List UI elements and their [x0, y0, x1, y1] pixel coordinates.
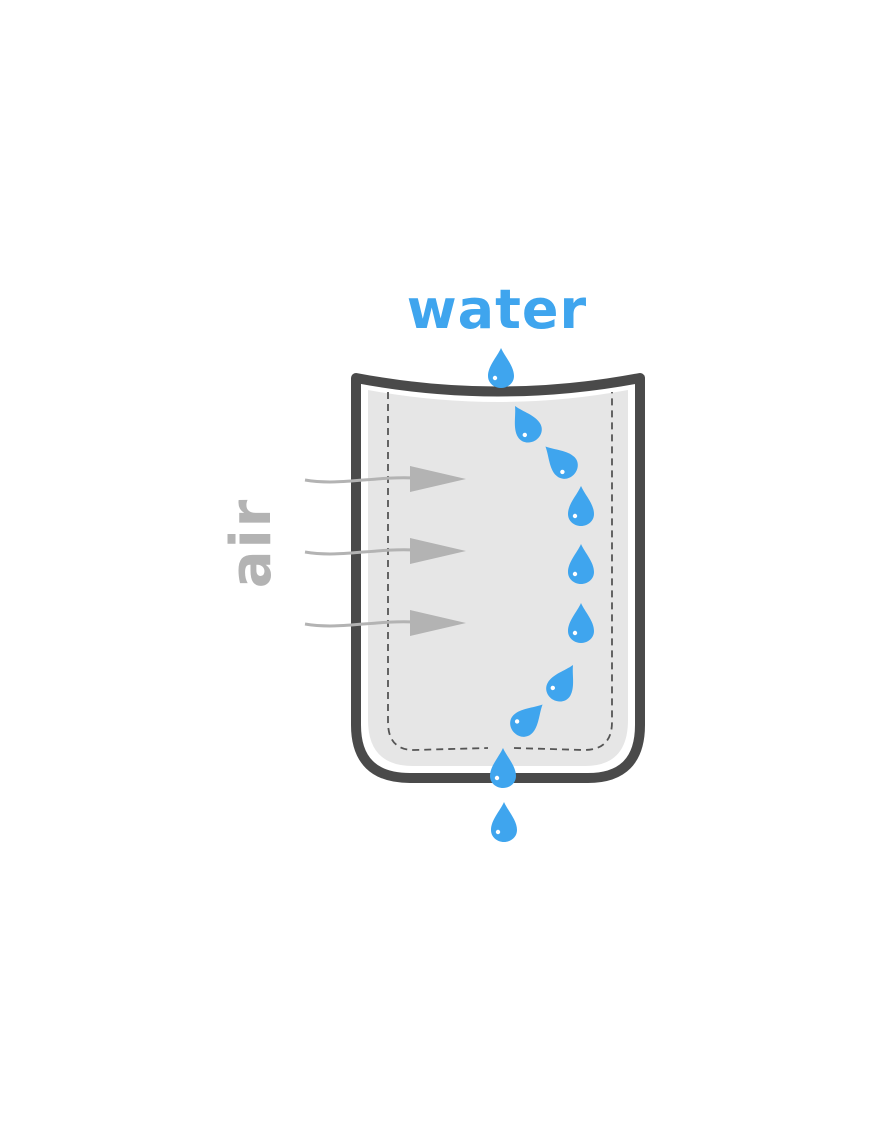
container	[351, 373, 645, 783]
air-label: air	[219, 498, 284, 589]
water-drop-icon	[541, 658, 585, 707]
water-drop-icon	[505, 695, 552, 742]
water-drop-icon	[568, 544, 594, 584]
water-drop-icon	[568, 486, 594, 526]
water-drop-icon	[490, 748, 516, 788]
water-drop-icon	[536, 437, 583, 484]
water-label: water	[407, 278, 587, 341]
air-arrows	[304, 466, 466, 636]
water-drop-icon	[491, 802, 517, 842]
water-drop-icon	[488, 348, 514, 388]
water-drop-icon	[568, 603, 594, 643]
water-drop-icon	[503, 399, 547, 448]
air-arrow-icon	[304, 610, 466, 636]
water-drops	[488, 348, 594, 842]
stitch-line	[387, 392, 613, 751]
air-arrow-icon	[304, 466, 466, 492]
air-arrow-icon	[304, 538, 466, 564]
